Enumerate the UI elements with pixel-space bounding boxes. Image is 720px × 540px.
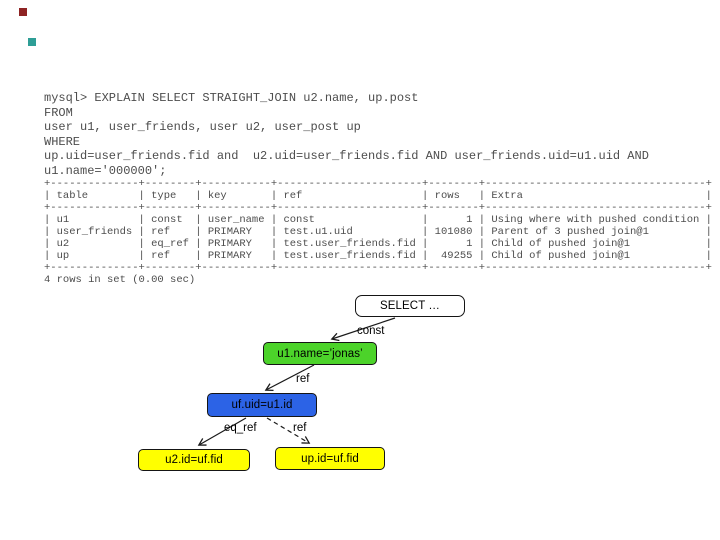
red-square-marker bbox=[19, 8, 27, 16]
rows-in-set-status: 4 rows in set (0.00 sec) bbox=[44, 274, 196, 286]
edge-label-ref: ref bbox=[296, 373, 310, 385]
node-uf-label: uf.uid=u1.id bbox=[231, 399, 293, 411]
node-up-id: up.id=uf.fid bbox=[275, 447, 385, 470]
node-u1-name-const: u1.name=’jonas’ bbox=[263, 342, 377, 365]
explain-result-table: +--------------+--------+-----------+---… bbox=[44, 178, 712, 274]
teal-square-marker bbox=[28, 38, 36, 46]
node-u1-label: u1.name=’jonas’ bbox=[277, 347, 363, 360]
edge-label-eq-ref: eq_ref bbox=[224, 422, 257, 434]
node-u2-label: u2.id=uf.fid bbox=[165, 454, 223, 466]
node-uf-uid: uf.uid=u1.id bbox=[207, 393, 317, 417]
node-select: SELECT … bbox=[355, 295, 465, 317]
node-select-label: SELECT … bbox=[379, 300, 441, 312]
mysql-query-text: mysql> EXPLAIN SELECT STRAIGHT_JOIN u2.n… bbox=[44, 91, 649, 178]
node-u2-id: u2.id=uf.fid bbox=[138, 449, 250, 471]
node-up-label: up.id=uf.fid bbox=[301, 452, 359, 465]
edge-label-const: const bbox=[357, 325, 385, 337]
edge-label-ref-dashed: ref bbox=[293, 422, 307, 434]
